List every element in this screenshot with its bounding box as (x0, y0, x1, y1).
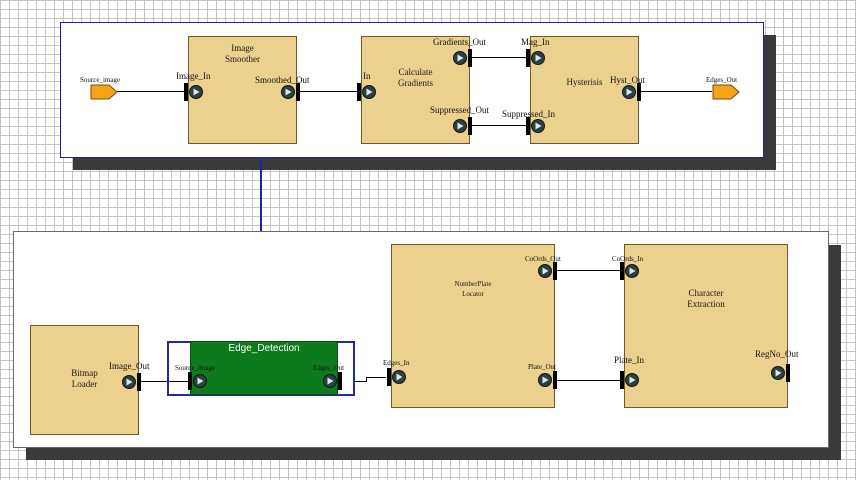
locator-coords-out-port[interactable] (537, 262, 557, 280)
hysterisis-mag-in-label: Mag_In (521, 37, 550, 47)
gradients-suppressed-out-port[interactable] (452, 117, 472, 135)
edge-source-image-port[interactable] (188, 372, 208, 390)
smoother-smoothed-out-port[interactable] (280, 83, 300, 101)
wire-plate (555, 380, 621, 381)
locator-coords-out-label: CoOrds_Out (525, 255, 561, 263)
character-extraction-block[interactable]: Character Extraction (624, 244, 788, 408)
numberplate-locator-title: NumberPlate Locator (454, 280, 492, 298)
smoother-smoothed-out-label: Smoothed_Out (255, 75, 310, 85)
edges-out-pin-label: Edges_Out (706, 76, 738, 84)
edge-source-image-label: Source_image (175, 364, 216, 372)
locator-plate-out-label: Plate_Out (528, 363, 556, 371)
bitmap-image-out-port[interactable] (121, 373, 141, 391)
edge-edges-out-label: Edges_Out (313, 364, 345, 372)
hysterisis-block[interactable]: Hysterisis (530, 36, 639, 144)
hysterisis-hyst-out-port[interactable] (621, 83, 641, 101)
smoother-image-in-label: Image_In (176, 71, 211, 81)
smoother-image-in-port[interactable] (184, 83, 204, 101)
wire-edge-to-locator-c (366, 377, 386, 378)
wire-source-to-smoother (117, 91, 187, 92)
edge-detection-title: Edge_Detection (228, 343, 300, 354)
extraction-coords-in-label: CoOrds_In (612, 255, 644, 263)
wire-edge-to-locator-b (366, 377, 367, 382)
gradients-out-label: Gradients_Out (433, 37, 486, 47)
gradients-in-label: In (363, 71, 371, 81)
extraction-regno-out-port[interactable] (770, 364, 790, 382)
character-extraction-title: Character Extraction (687, 288, 725, 309)
gradients-out-port[interactable] (452, 49, 472, 67)
hysterisis-mag-in-port[interactable] (526, 49, 546, 67)
bitmap-loader-title: Bitmap Loader (71, 368, 98, 389)
wire-bitmap-to-edge (140, 381, 188, 382)
wire-hyst-to-edges (639, 91, 712, 92)
edge-edges-out-port[interactable] (322, 372, 342, 390)
hysterisis-title: Hysterisis (566, 77, 603, 87)
calculate-gradients-title: Calculate Gradients (398, 67, 433, 88)
wire-smoother-to-gradients (299, 91, 357, 92)
extraction-plate-in-port[interactable] (620, 371, 640, 389)
wire-gradients-to-mag (470, 57, 526, 58)
locator-plate-out-port[interactable] (537, 371, 557, 389)
wire-coords (555, 270, 621, 271)
extraction-regno-out-label: RegNo_Out (755, 349, 799, 359)
locator-edges-in-port[interactable] (387, 368, 407, 386)
hysterisis-suppressed-in-label: Suppressed_In (502, 109, 555, 119)
bitmap-loader-block[interactable]: Bitmap Loader (30, 325, 139, 435)
hysterisis-suppressed-in-port[interactable] (526, 117, 546, 135)
edge-detection-block[interactable]: Edge_Detection (190, 341, 338, 395)
edges-out-output-pin[interactable] (712, 84, 740, 100)
source-image-input-pin[interactable] (90, 84, 118, 100)
gradients-suppressed-out-label: Suppressed_Out (430, 105, 489, 115)
extraction-coords-in-port[interactable] (620, 262, 640, 280)
wire-suppressed (470, 125, 526, 126)
image-smoother-title: Image Smoother (225, 43, 260, 64)
hysterisis-hyst-out-label: Hyst_Out (610, 75, 646, 85)
numberplate-locator-block[interactable]: NumberPlate Locator (391, 244, 555, 408)
extraction-plate-in-label: Plate_In (614, 355, 644, 365)
gradients-in-port[interactable] (357, 83, 377, 101)
source-image-pin-label: Source_image (80, 76, 121, 84)
bitmap-image-out-label: Image_Out (109, 361, 150, 371)
calculate-gradients-block[interactable]: Calculate Gradients (361, 36, 470, 144)
locator-edges-in-label: Edges_In (383, 359, 410, 367)
wire-edge-to-locator-a (354, 381, 366, 382)
